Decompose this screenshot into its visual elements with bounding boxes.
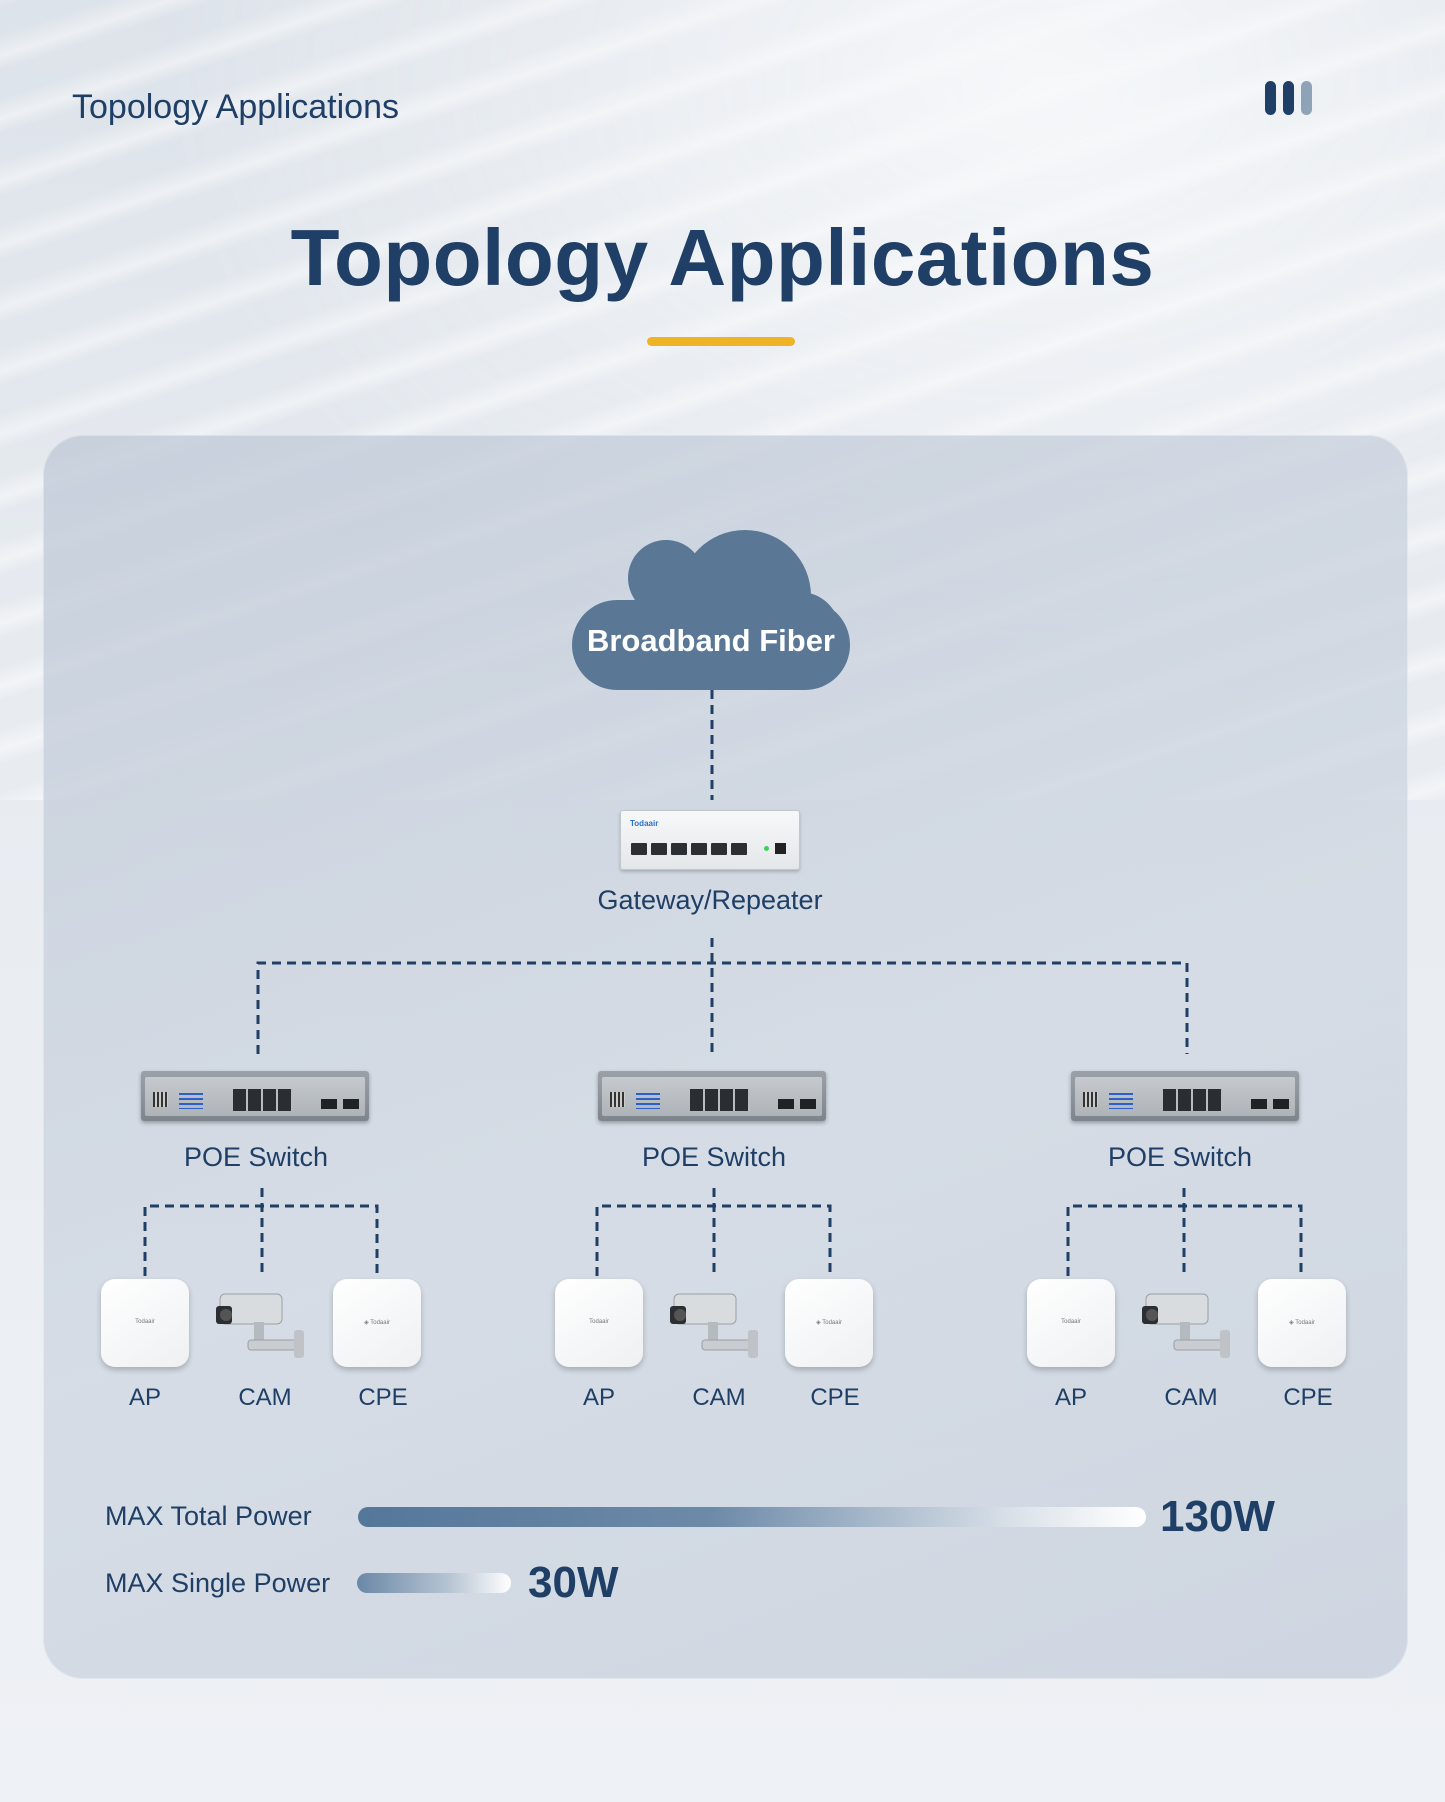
poe-switch-1 xyxy=(141,1071,369,1121)
cloud-shape xyxy=(572,530,850,690)
cpe-device: ◈ Todaair xyxy=(785,1279,873,1367)
ap-device: Todaair xyxy=(1027,1279,1115,1367)
device-label-cam-1: CAM xyxy=(238,1384,292,1411)
cpe-device: ◈ Todaair xyxy=(1258,1279,1346,1367)
device-label-cpe-3: CPE xyxy=(1283,1384,1333,1411)
max-single-power-label: MAX Single Power xyxy=(105,1568,331,1598)
device-label-cpe-1: CPE xyxy=(358,1384,408,1411)
ap-device: Todaair xyxy=(555,1279,643,1367)
max-single-power-value: 30W xyxy=(528,1558,619,1607)
link-gateway-switches xyxy=(256,961,1189,1054)
header-title: Topology Applications xyxy=(72,88,400,126)
max-total-power-value: 130W xyxy=(1160,1492,1275,1541)
gateway-brand: Todaair xyxy=(630,819,659,828)
camera-icon xyxy=(670,1293,758,1358)
switch-label-1: POE Switch xyxy=(183,1142,329,1172)
broadband-fiber-label: Broadband Fiber xyxy=(586,623,835,658)
page-title: Topology Applications xyxy=(290,213,1155,302)
total-power-bar xyxy=(358,1507,1146,1527)
device-label-cam-2: CAM xyxy=(692,1384,746,1411)
gateway-label: Gateway/Repeater xyxy=(597,885,823,915)
camera-icon xyxy=(1142,1293,1230,1358)
ap-device: Todaair xyxy=(101,1279,189,1367)
device-label-ap-3: AP xyxy=(1054,1384,1087,1411)
device-label-ap-2: AP xyxy=(582,1384,615,1411)
poe-switch-3 xyxy=(1071,1071,1299,1121)
title-underline xyxy=(647,337,795,346)
switch-label-3: POE Switch xyxy=(1107,1142,1253,1172)
device-label-ap-1: AP xyxy=(128,1384,161,1411)
camera-icon xyxy=(216,1293,304,1358)
device-label-cpe-2: CPE xyxy=(810,1384,860,1411)
device-label-cam-3: CAM xyxy=(1164,1384,1218,1411)
gateway-device: Todaair xyxy=(620,810,800,870)
single-power-bar xyxy=(357,1573,511,1593)
cpe-device: ◈ Todaair xyxy=(333,1279,421,1367)
bars-icon xyxy=(1265,81,1319,115)
switch-label-2: POE Switch xyxy=(641,1142,787,1172)
poe-switch-2 xyxy=(598,1071,826,1121)
max-total-power-label: MAX Total Power xyxy=(105,1501,312,1531)
